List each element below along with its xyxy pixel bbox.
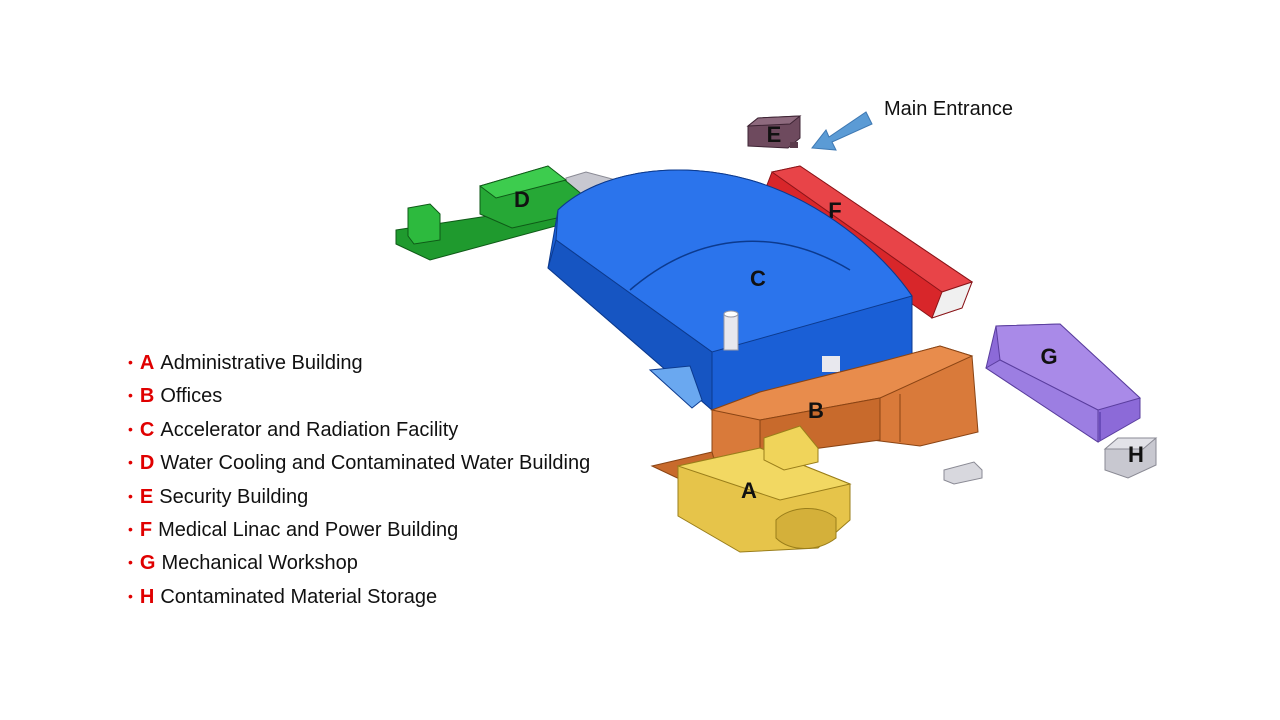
building-c: C — [547, 169, 913, 412]
building-a: A — [650, 425, 852, 553]
building-f-label: F — [828, 198, 841, 223]
bullet-icon: • — [128, 454, 133, 471]
legend-letter: H — [139, 585, 155, 608]
legend-building-name: Medical Linac and Power Building — [158, 518, 459, 541]
building-g: G — [985, 323, 1141, 443]
legend-letter: D — [139, 452, 155, 475]
building-b-label: B — [808, 398, 824, 423]
building-g-label: G — [1040, 344, 1057, 369]
building-d-label: D — [514, 187, 530, 212]
legend-letter: B — [139, 385, 155, 408]
bullet-icon: • — [128, 354, 133, 370]
bullet-icon: • — [128, 587, 133, 604]
main-entrance-label: Main Entrance — [884, 98, 1013, 120]
legend-letter: F — [139, 518, 153, 541]
building-e-label: E — [767, 122, 782, 147]
legend-letter: E — [139, 485, 154, 508]
building-h: H — [1103, 437, 1158, 479]
bullet-icon: • — [128, 387, 133, 404]
building-h-label: H — [1128, 442, 1144, 467]
building-e: E — [746, 115, 802, 149]
legend-building-name: Accelerator and Radiation Facility — [160, 418, 459, 441]
building-b: B — [710, 345, 979, 459]
building-c-label: C — [750, 266, 766, 291]
legend-letter: A — [139, 352, 155, 374]
legend-building-name: Security Building — [159, 485, 309, 508]
bullet-icon: • — [128, 554, 133, 571]
legend-building-name: Mechanical Workshop — [161, 552, 358, 575]
legend-building-name: Water Cooling and Contaminated Water Bui… — [160, 452, 591, 475]
main-entrance-arrow — [811, 111, 873, 151]
legend-building-name: Offices — [160, 385, 223, 408]
small-structure — [943, 461, 983, 485]
legend-building-name: Administrative Building — [160, 352, 363, 374]
legend-letter: G — [139, 552, 156, 575]
bullet-icon: • — [128, 487, 133, 504]
legend-letter: C — [139, 418, 155, 441]
legend-building-name: Contaminated Material Storage — [160, 585, 438, 608]
bullet-icon: • — [128, 520, 133, 537]
building-a-label: A — [741, 478, 757, 503]
bullet-icon: • — [128, 420, 133, 437]
